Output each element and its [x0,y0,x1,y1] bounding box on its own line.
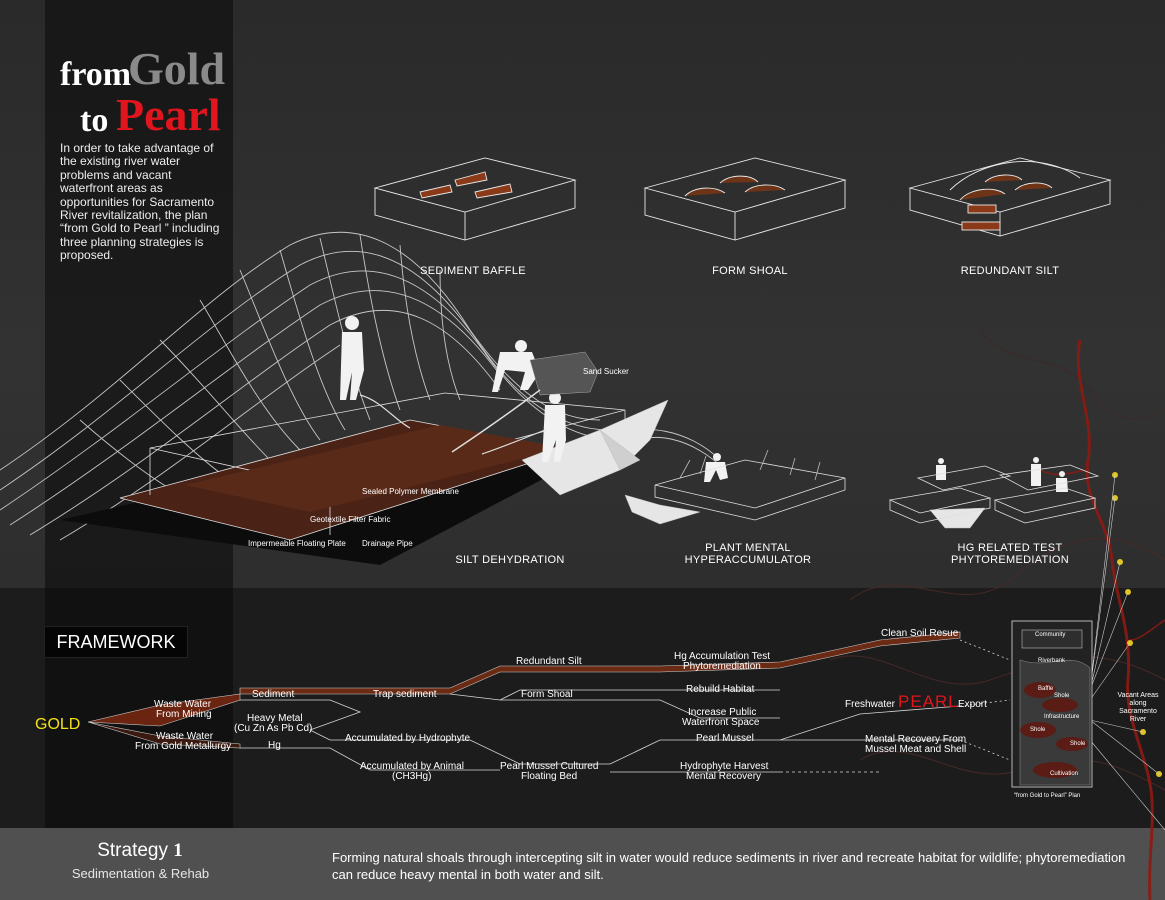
node-mental-recovery-2: Mussel Meat and Shell [865,744,967,755]
plan-community: Community [1035,632,1066,638]
label-geotextile: Geotextile Filter Fabric [310,515,391,524]
label-membrane: Sealed Polymer Membrane [362,487,459,496]
plan-shole-3: Shole [1070,741,1086,747]
node-hg-test-1: Hg Accumulation Test [674,651,770,662]
river-tributary [1129,619,1165,641]
node-mental-recovery-1: Mental Recovery From [865,734,967,745]
strategy-word: Strategy [97,840,168,861]
node-hydrophyte-harvest-2: Mental Recovery [686,771,762,782]
form-shoal-module [643,157,847,241]
title-from: from [60,56,132,93]
node-sediment: Sediment [252,689,295,700]
node-pearl-mussel-cultured: Pearl Mussel Cultured [500,761,599,772]
title-pearl: Pearl [116,89,221,140]
label-sand-sucker: Sand Sucker [583,367,629,376]
node-hg: Hg [268,740,281,751]
sediment-baffle-module [373,157,577,241]
node-ww-mining-1: Waste Water [154,699,212,710]
sediment-stream [239,631,961,695]
strategy-footer [0,828,1165,900]
plant-hyperaccumulator-bed [654,449,846,521]
node-ww-metallurgy-1: Waste Water [156,731,214,742]
plan-schematic [1011,620,1093,788]
label-floating-plate: Impermeable Floating Plate [248,539,346,548]
plan-infrastructure: Infrastructure [1044,714,1080,720]
caption-phytoremediation: PHYTOREMEDIATION [950,554,1070,566]
map-label-vacant-areas: Vacant Areas along Sacramento River [1117,692,1159,723]
strategy-title: Strategy 1 [70,840,210,862]
caption-form-shoal: FORM SHOAL [712,265,788,277]
framework-gold: GOLD [35,716,81,733]
node-freshwater: Freshwater [845,699,896,710]
river-tributary [1039,469,1091,476]
silt-dehydration-bed [60,392,626,565]
node-acc-animal-2: (CH3Hg) [392,771,432,782]
node-acc-hydrophyte: Accumulated by Hydrophyte [345,733,471,744]
node-public-space-2: Waterfront Space [682,717,760,728]
node-export: Export [958,699,987,710]
gold-flow-main [87,693,241,727]
caption-plant-mental: PLANT MENTAL [705,542,791,554]
node-hg-test-2: Phytoremediation [683,661,761,672]
plan-baffle: Baffle [1038,686,1054,692]
caption-hyperaccumulator: HYPERACCUMULATOR [684,554,812,566]
caption-silt-dehydration: SILT DEHYDRATION [455,554,565,566]
river-map [829,329,1165,900]
node-acc-animal-1: Accumulated by Animal [360,761,464,772]
map-contour [829,655,1165,685]
node-form-shoal: Form Shoal [521,689,573,700]
title-to: to [80,102,109,139]
sand-sucker-machine [359,351,599,455]
label-drainage-pipe: Drainage Pipe [362,539,413,548]
mesh-wave [0,231,726,541]
plan-riverbank: Riverbank [1038,658,1066,664]
caption-redundant-silt: REDUNDANT SILT [960,265,1060,277]
redundant-silt-module [908,157,1112,237]
framework-pearl: PEARL [898,692,959,711]
node-clean-soil: Clean Soil Resue [881,628,959,639]
framework-flow [87,631,1011,773]
plan-shole-1: Shole [1054,693,1070,699]
sacramento-river [1076,339,1154,900]
worker-figures [340,316,1068,492]
strategy-description: Forming natural shoals through intercept… [332,850,1126,882]
node-ww-mining-2: From Mining [156,709,212,720]
leader-lines [1089,474,1165,831]
plan-cultivation: Cultivation [1050,771,1079,777]
map-contour [979,329,1165,420]
node-redundant-silt: Redundant Silt [516,656,582,667]
node-heavy-metal-1: Heavy Metal [247,713,303,724]
plan-shole-2: Shole [1030,727,1046,733]
framework-heading: FRAMEWORK [44,626,188,658]
node-pearl-mussel: Pearl Mussel [696,733,754,744]
hg-test-beds [888,464,1100,524]
node-floating-bed: Floating Bed [521,771,578,782]
paper-boat [521,399,986,529]
node-ww-metallurgy-2: From Gold Metallurgy [135,741,232,752]
node-hydrophyte-harvest-1: Hydrophyte Harvest [680,761,769,772]
plan-caption: “from Gold to Pearl” Plan [1014,793,1081,799]
title-gold: Gold [128,43,226,94]
gold-flow-lower [87,721,241,749]
node-heavy-metal-2: (Cu Zn As Pb Cd) [234,723,313,734]
node-trap-sediment: Trap sediment [373,689,437,700]
caption-hg-related: HG RELATED TEST [957,542,1063,554]
node-rebuild-habitat: Rebuild Habitat [686,684,755,695]
strategy-subtitle: Sedimentation & Rehab [71,866,210,881]
node-public-space-1: Increase Public [688,707,757,718]
caption-sediment-baffle: SEDIMENT BAFFLE [420,265,526,277]
strategy-number: 1 [173,840,183,861]
intro-text: In order to take advantage of the existi… [60,141,220,263]
